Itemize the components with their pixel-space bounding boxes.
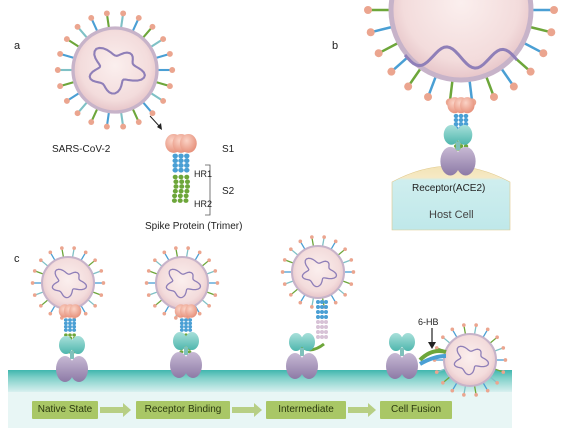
s1-label: S1	[222, 144, 235, 155]
stage4-fused-virus-rna	[453, 345, 490, 376]
panel-b-virus	[364, 0, 558, 107]
stage2-ace2	[170, 332, 202, 378]
stage-arrow-1	[100, 403, 131, 417]
hb-pointer-head	[428, 342, 436, 349]
stage1-virus	[30, 246, 106, 320]
virus-label: SARS-CoV-2	[52, 144, 111, 155]
stage1-virus-rna	[51, 268, 88, 299]
panel-a-virus	[54, 10, 176, 130]
panel-b-ace2	[440, 124, 476, 176]
pointer-arrow	[149, 115, 161, 128]
stage2-virus-rna	[165, 268, 202, 299]
stage4-ace2	[386, 333, 418, 379]
stage-arrow-2	[232, 403, 262, 417]
panel-c-letter: c	[14, 253, 20, 265]
stage1-ace2	[56, 336, 88, 382]
panel-a-letter: a	[14, 40, 21, 52]
panel-a-spike-trimer	[165, 133, 197, 203]
panel-b-letter: b	[332, 40, 339, 52]
host-cell-label: Host Cell	[429, 209, 474, 221]
hb-label: 6-HB	[418, 317, 439, 327]
stage-cell-fusion: Cell Fusion	[380, 401, 452, 419]
receptor-label: Receptor(ACE2)	[412, 183, 486, 194]
stage3-ace2	[286, 333, 318, 379]
hr2-label: HR2	[194, 199, 213, 209]
stage-arrow-3	[348, 403, 376, 417]
panel-a-virus-rna	[88, 46, 146, 95]
spike-caption: Spike Protein (Trimer)	[145, 221, 243, 232]
hr1-label: HR1	[194, 169, 213, 179]
stage-native-state: Native State	[32, 401, 98, 419]
pointer-arrow-head	[157, 123, 162, 130]
panel-b-rna	[403, 45, 519, 70]
stage3-virus	[280, 235, 356, 309]
stage-intermediate: Intermediate	[266, 401, 346, 419]
s2-label: S2	[222, 186, 235, 197]
s2-bracket	[205, 164, 211, 216]
stage2-virus	[144, 246, 220, 320]
stage3-virus-rna	[301, 257, 338, 288]
stage4-6hb-bundle	[418, 328, 447, 366]
stage4-fused-virus	[432, 323, 508, 397]
stage-receptor-binding: Receptor Binding	[136, 401, 230, 419]
